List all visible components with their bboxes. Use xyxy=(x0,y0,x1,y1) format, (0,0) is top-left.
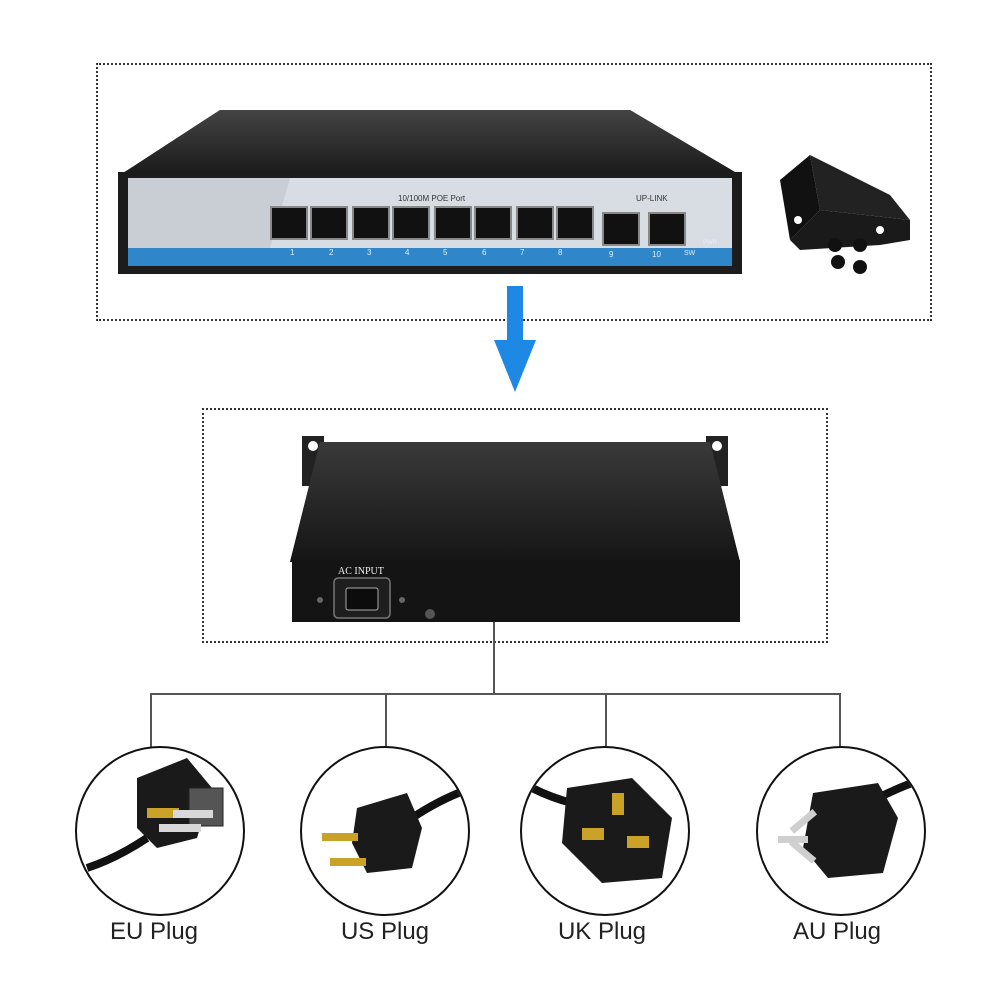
us-plug-circle xyxy=(300,746,470,916)
rj45-port-7[interactable] xyxy=(516,206,554,240)
port-number: 1 xyxy=(290,248,295,257)
au-plug-circle xyxy=(756,746,926,916)
rj45-port-6[interactable] xyxy=(474,206,512,240)
pwr-label: PWR xyxy=(703,240,717,246)
port-row xyxy=(270,206,710,246)
connector-line xyxy=(150,693,152,747)
connector-line xyxy=(839,693,841,747)
rj45-port-2[interactable] xyxy=(310,206,348,240)
rj45-port-3[interactable] xyxy=(352,206,390,240)
rj45-port-10[interactable] xyxy=(648,212,686,246)
eu-plug-label: EU Plug xyxy=(109,918,199,945)
port-number: 9 xyxy=(609,250,614,259)
rj45-port-4[interactable] xyxy=(392,206,430,240)
port-number: 6 xyxy=(482,248,487,257)
connector-line xyxy=(605,693,607,747)
rj45-port-1[interactable] xyxy=(270,206,308,240)
port-number: 3 xyxy=(367,248,372,257)
port-number: 4 xyxy=(405,248,410,257)
port-number: 8 xyxy=(558,248,563,257)
rj45-port-5[interactable] xyxy=(434,206,472,240)
rj45-port-9[interactable] xyxy=(602,212,640,246)
uk-plug-circle xyxy=(520,746,690,916)
port-number: 10 xyxy=(652,250,661,259)
port-number: 5 xyxy=(443,248,448,257)
connector-line xyxy=(493,622,495,694)
connector-line xyxy=(150,693,840,695)
rear-view-frame xyxy=(202,408,828,643)
eu-plug-circle xyxy=(75,746,245,916)
arrow-down-icon xyxy=(494,286,536,392)
switch-rear-image xyxy=(290,436,740,622)
us-plug-label: US Plug xyxy=(340,918,430,945)
eu-plug-icon xyxy=(85,758,224,872)
ac-input-label: AC INPUT xyxy=(338,566,384,577)
poe-port-label: 10/100M POE Port xyxy=(398,194,466,203)
sw-label: SW xyxy=(684,250,696,257)
uk-plug-label: UK Plug xyxy=(557,918,647,945)
uk-plug-icon xyxy=(530,778,672,883)
au-plug-label: AU Plug xyxy=(792,918,882,945)
port-number: 2 xyxy=(329,248,334,257)
uplink-label: UP-LINK xyxy=(636,194,668,203)
rj45-port-8[interactable] xyxy=(556,206,594,240)
us-plug-icon xyxy=(322,785,468,873)
au-plug-icon xyxy=(778,774,924,878)
rack-bracket-image xyxy=(780,155,910,274)
connector-line xyxy=(385,693,387,747)
port-number: 7 xyxy=(520,248,525,257)
